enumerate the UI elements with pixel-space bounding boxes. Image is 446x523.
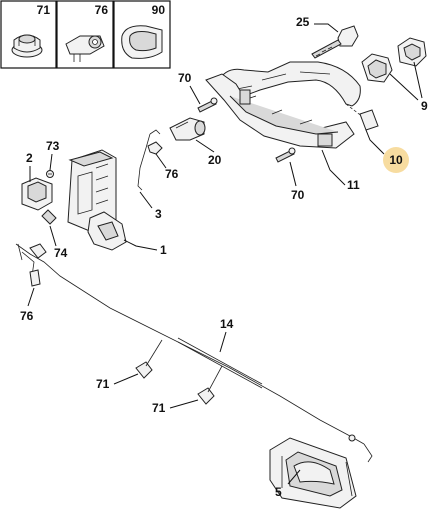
part-control-cable[interactable]: 14	[15, 243, 373, 463]
callout-74: 74	[54, 246, 68, 260]
callout-11: 11	[347, 178, 360, 192]
callout-25: 25	[296, 15, 310, 29]
part-cable-clip-upper[interactable]: 71	[96, 339, 163, 391]
part-screw-74[interactable]: 74	[41, 209, 68, 260]
clip-nut-icon	[11, 34, 43, 58]
part-key[interactable]: 25	[296, 15, 359, 59]
part-door-latch[interactable]: 1	[67, 149, 167, 257]
part-screw-upper[interactable]: 70	[178, 71, 218, 113]
legend-label-71: 71	[37, 3, 51, 17]
part-handle-caps[interactable]: 9	[361, 37, 428, 113]
callout-76-lower: 76	[20, 309, 34, 323]
part-screw-lower[interactable]: 70	[275, 147, 305, 202]
callout-73: 73	[46, 139, 60, 153]
rod-clip-icon	[65, 35, 105, 62]
part-rod-clip-upper[interactable]: 76	[147, 141, 179, 181]
part-cable-end-clip[interactable]: 76	[17, 243, 47, 323]
callout-10: 10	[389, 153, 403, 167]
legend-label-90: 90	[152, 3, 166, 17]
callout-70-upper: 70	[178, 71, 192, 85]
part-cable-clip-lower[interactable]: 71	[152, 365, 223, 415]
legend-box-71[interactable]: 71	[0, 0, 57, 69]
callout-1: 1	[160, 243, 167, 257]
callout-70-lower: 70	[291, 188, 305, 202]
part-connecting-rod[interactable]: 3	[137, 129, 162, 221]
callout-71-lower: 71	[152, 401, 166, 415]
callout-10-highlight[interactable]: 10	[365, 129, 409, 173]
callout-71-upper: 71	[96, 377, 110, 391]
legend-box-90[interactable]: 90	[113, 0, 171, 69]
legend-box-76[interactable]: 76	[56, 0, 114, 69]
part-screw-73[interactable]: 73	[46, 139, 60, 178]
cap-cover-icon	[121, 25, 163, 59]
callout-5: 5	[275, 485, 282, 499]
callout-9: 9	[421, 99, 428, 113]
part-bracket[interactable]: 2	[21, 151, 53, 211]
callout-14: 14	[220, 317, 234, 331]
callout-2: 2	[26, 151, 33, 165]
part-handle-frame[interactable]: 11	[205, 73, 379, 192]
callout-20: 20	[208, 153, 222, 167]
callout-3: 3	[155, 207, 162, 221]
callout-76-upper: 76	[165, 167, 179, 181]
part-inner-handle[interactable]: 5	[269, 437, 357, 509]
legend-label-76: 76	[95, 3, 109, 17]
part-lock-cylinder[interactable]: 20	[169, 117, 222, 167]
